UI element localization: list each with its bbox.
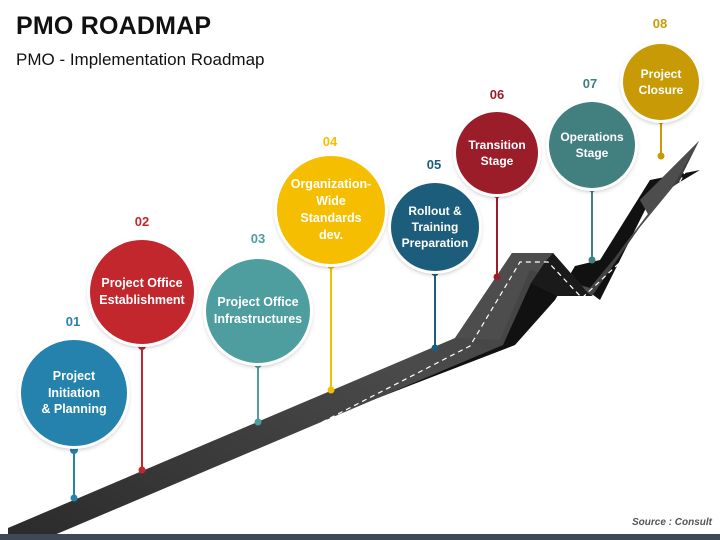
step-number-06: 06: [489, 87, 505, 102]
step-pin-dot-05: [431, 268, 439, 276]
step-number-03: 03: [250, 231, 266, 246]
step-number-05: 05: [426, 157, 442, 172]
step-circle-05: Rollout & Training Preparation: [391, 183, 479, 271]
step-pin-07: [591, 180, 593, 260]
step-pin-dot-02: [138, 342, 146, 350]
step-pin-foot-06: [493, 273, 501, 281]
step-pin-dot-07: [588, 184, 596, 192]
step-pin-dot-06: [493, 190, 501, 198]
step-pin-foot-02: [138, 466, 146, 474]
step-pin-02: [141, 330, 143, 470]
step-pin-06: [496, 185, 498, 277]
road-centerline: [129, 163, 691, 522]
step-pin-01: [73, 428, 75, 498]
step-pin-foot-08: [657, 152, 665, 160]
step-pin-foot-04: [327, 386, 335, 394]
road-underside: [531, 253, 592, 296]
step-circle-07: Operations Stage: [549, 102, 635, 188]
step-pin-dot-03: [254, 360, 262, 368]
step-pin-04: [330, 250, 332, 390]
step-circle-01: Project Initiation & Planning: [21, 340, 127, 446]
page-subtitle: PMO - Implementation Roadmap: [16, 50, 265, 69]
step-pin-08: [660, 110, 662, 156]
step-pin-foot-05: [431, 344, 439, 352]
step-pin-dot-08: [657, 116, 665, 124]
road-face: [455, 141, 699, 340]
source-note: Source : Consult: [631, 517, 712, 528]
step-pin-foot-01: [70, 494, 78, 502]
step-number-01: 01: [65, 314, 81, 329]
step-pin-dot-01: [70, 446, 78, 454]
step-circle-08: Project Closure: [623, 44, 699, 120]
bottom-bar: [0, 534, 720, 540]
step-circle-03: Project Office Infrastructures: [206, 259, 310, 363]
step-circle-02: Project Office Establishment: [90, 240, 194, 344]
step-circle-06: Transition Stage: [456, 112, 538, 194]
page-title: PMO ROADMAP: [16, 12, 212, 40]
step-number-07: 07: [582, 76, 598, 91]
step-pin-03: [257, 350, 259, 422]
step-pin-dot-04: [327, 261, 335, 269]
step-number-08: 08: [652, 16, 668, 31]
step-pin-foot-03: [254, 418, 262, 426]
step-number-04: 04: [322, 134, 338, 149]
step-circle-04: Organization- Wide Standards dev.: [277, 156, 385, 264]
step-number-02: 02: [134, 214, 150, 229]
step-pin-foot-07: [588, 256, 596, 264]
step-pin-05: [434, 260, 436, 348]
